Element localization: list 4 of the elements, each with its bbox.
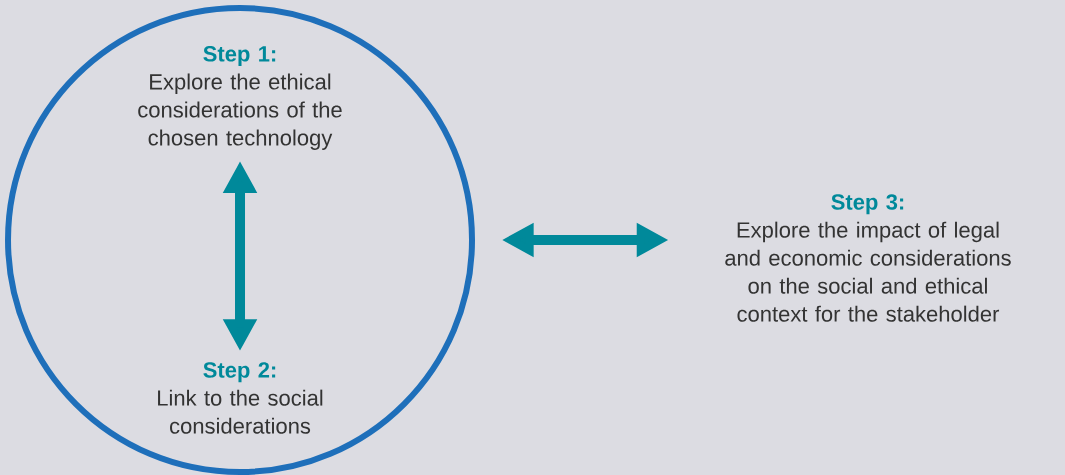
step-text: Step 1: Explore the ethical considerations of the chosen technology	[138, 46, 342, 150]
ring	[5, 5, 475, 475]
step-text: Step 3: Explore the impact of legal and economic considerations on the social and ethical context for the stakeholder	[725, 194, 1011, 322]
step-text: Step 2: Link to the social considerations	[158, 362, 323, 434]
